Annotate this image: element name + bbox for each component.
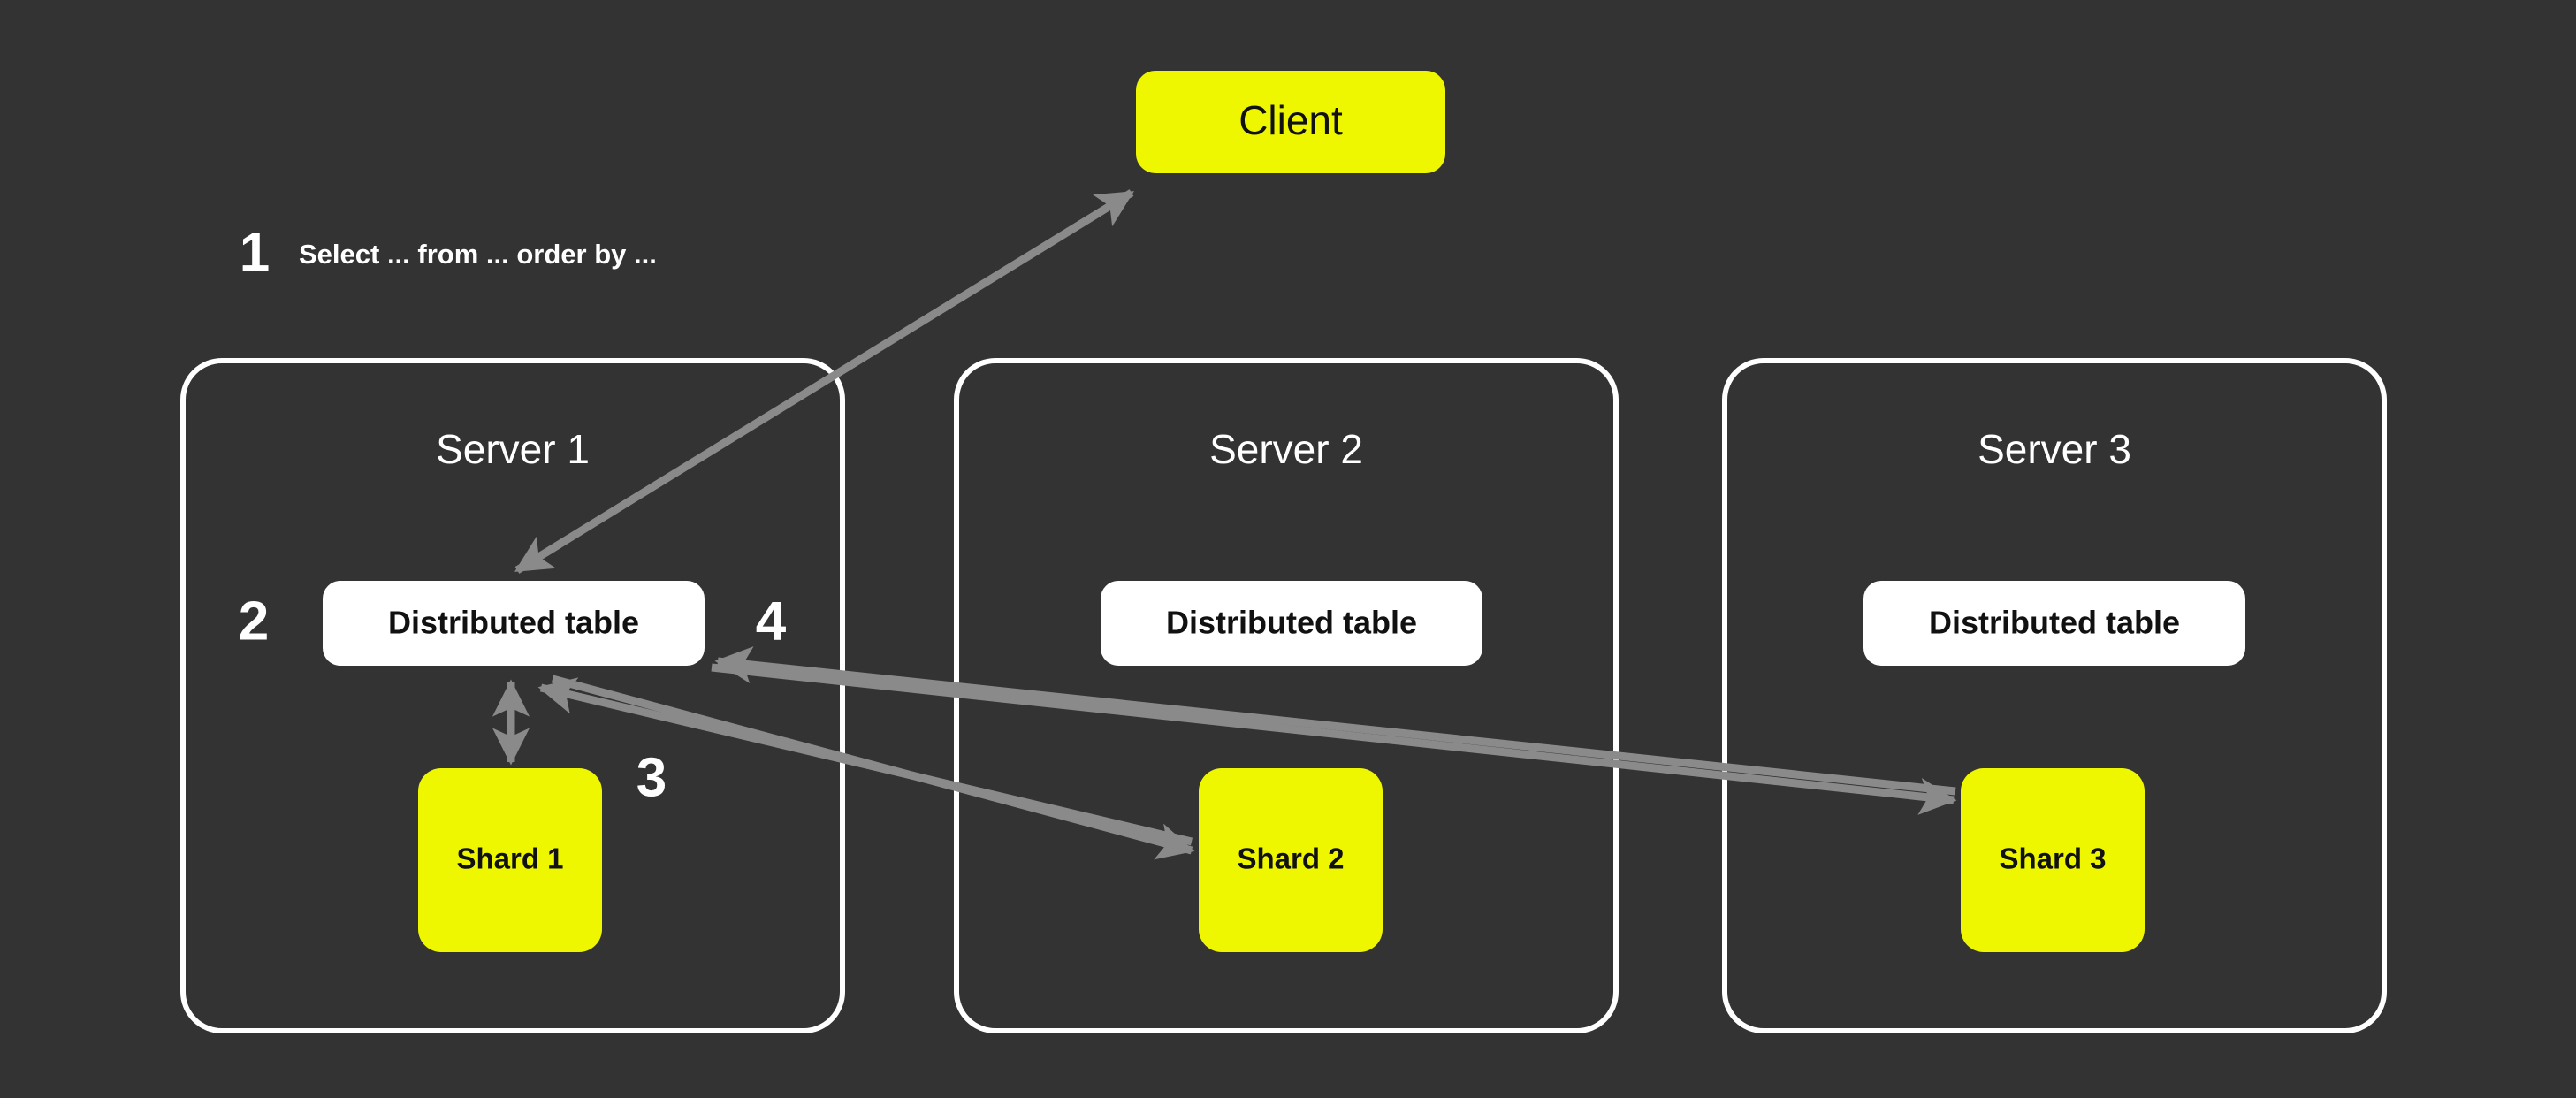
client-label: Client xyxy=(1238,97,1343,143)
query-text: Select ... from ... order by ... xyxy=(299,239,657,270)
arrow-client-to-distributed-table xyxy=(514,189,1134,574)
server-3-title: Server 3 xyxy=(1978,426,2131,472)
server-3-distributed-table-label: Distributed table xyxy=(1929,605,2180,641)
server-2-title: Server 2 xyxy=(1209,426,1363,472)
server-1-distributed-table-label: Distributed table xyxy=(388,605,639,641)
step-number-2: 2 xyxy=(239,591,269,652)
server-2-shard-box[interactable] xyxy=(1199,768,1383,952)
client-box[interactable] xyxy=(1136,71,1445,173)
server-group-3: Server 3 Distributed table Shard 3 xyxy=(1722,358,2387,1033)
server-2-shard-label: Shard 2 xyxy=(1237,843,1344,875)
server-1-container xyxy=(180,358,845,1033)
server-3-shard-box[interactable] xyxy=(1961,768,2145,952)
server-3-container xyxy=(1722,358,2387,1033)
server-1-shard-box[interactable] xyxy=(418,768,602,952)
arrow-distributed-table-to-shard-3 xyxy=(711,663,1957,815)
step-number-3: 3 xyxy=(636,747,667,808)
arrow-shard-2-to-distributed-table xyxy=(537,677,1193,846)
arrow-shard-3-to-distributed-table xyxy=(714,646,1956,796)
server-2-distributed-table-label: Distributed table xyxy=(1166,605,1417,641)
server-1-title: Server 1 xyxy=(436,426,590,472)
server-3-distributed-table-box[interactable] xyxy=(1863,581,2245,666)
server-group-1: Server 1 Distributed table Shard 1 xyxy=(180,358,845,1033)
server-1-distributed-table-box[interactable] xyxy=(323,581,705,666)
client-group: Client xyxy=(1136,71,1445,173)
step-number-4: 4 xyxy=(756,591,787,652)
server-2-distributed-table-box[interactable] xyxy=(1101,581,1482,666)
server-3-shard-label: Shard 3 xyxy=(1999,843,2106,875)
server-1-shard-label: Shard 1 xyxy=(456,843,563,875)
step-number-1: 1 xyxy=(240,222,270,283)
